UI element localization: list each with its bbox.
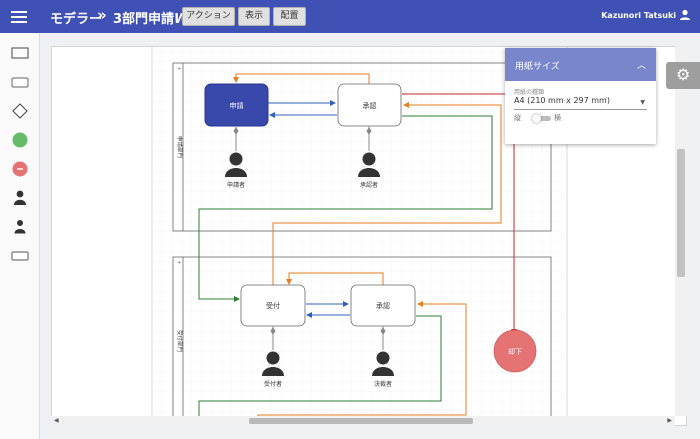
back-to-approve-connector[interactable]: [272, 102, 502, 286]
panel-header: 用紙サイズ ︿: [505, 48, 656, 81]
apply-task-node[interactable]: 申請: [204, 83, 269, 127]
person-icon[interactable]: [11, 189, 29, 207]
approve-task-node[interactable]: 承認: [337, 83, 402, 127]
diagram-canvas[interactable]: 申請部門 + 受付部門 + 申請 承認: [51, 46, 687, 426]
vertical-scroll-thumb[interactable]: [677, 149, 685, 277]
collapse-chevron-icon[interactable]: ︿: [636, 61, 646, 71]
orientation-toggle[interactable]: [532, 114, 552, 123]
user-name[interactable]: Kazunori Tatsuki: [601, 11, 676, 20]
return-connector-2[interactable]: [286, 272, 384, 286]
decider-actor[interactable]: 決裁者: [372, 326, 394, 388]
person-outline-icon[interactable]: [11, 218, 29, 236]
actor-label: 申請者: [227, 181, 245, 189]
layout-menu-button[interactable]: 配置: [273, 7, 306, 26]
node-label: 却下: [508, 347, 522, 356]
scroll-left-arrow-icon[interactable]: ◀: [54, 417, 59, 424]
dropdown-caret-icon: ▼: [640, 99, 645, 106]
actor-label: 受付者: [264, 380, 282, 388]
paper-size-select[interactable]: A4 (210 mm x 297 mm) ▼: [514, 96, 647, 110]
swimlane-reception[interactable]: 受付部門 +: [172, 256, 552, 426]
svg-text:+: +: [177, 66, 181, 72]
receive-task-node[interactable]: 受付: [240, 284, 306, 327]
paper-type-label: 用紙の種類: [514, 89, 545, 96]
node-label: 申請: [230, 101, 244, 110]
node-label: 受付: [266, 301, 280, 310]
gear-icon: ⚙: [676, 65, 691, 84]
view-menu-button[interactable]: 表示: [238, 7, 270, 26]
node-label: 承認: [363, 101, 377, 110]
app-header: モデラー » 3部門申請WF アクション 表示 配置 Kazunori Tats…: [0, 0, 700, 33]
actor-label: 承認者: [360, 181, 378, 189]
receiver-actor[interactable]: 受付者: [262, 326, 284, 388]
diamond-shape-icon[interactable]: [11, 102, 29, 120]
horizontal-scroll-thumb[interactable]: [249, 418, 473, 424]
hamburger-menu-icon[interactable]: [10, 8, 28, 24]
paper-size-value: A4 (210 mm x 297 mm): [514, 96, 610, 105]
horizontal-scrollbar[interactable]: ◀ ▶: [51, 416, 675, 426]
app-title: モデラー: [50, 12, 103, 27]
user-avatar-icon[interactable]: [679, 9, 691, 21]
landscape-label: 横: [554, 114, 561, 122]
breadcrumb-separator-icon: »: [97, 6, 107, 24]
end-node-icon[interactable]: [11, 160, 29, 178]
return-connector[interactable]: [233, 73, 370, 84]
applicant-actor[interactable]: 申請者: [225, 126, 247, 189]
portrait-label: 縦: [514, 114, 521, 122]
actor-label: 決裁者: [374, 380, 392, 388]
scroll-right-arrow-icon[interactable]: ▶: [667, 417, 672, 424]
reject-end-node[interactable]: 却下: [493, 329, 537, 373]
approver-actor[interactable]: 承認者: [358, 126, 380, 189]
swimlane-label: 申請部門: [176, 136, 184, 159]
lower-green-connector[interactable]: [198, 315, 442, 426]
paper-size-panel: 用紙サイズ ︿ 用紙の種類 A4 (210 mm x 297 mm) ▼ 縦 横: [505, 48, 656, 144]
action-menu-button[interactable]: アクション: [182, 7, 235, 26]
rectangle-shape-icon[interactable]: [11, 44, 29, 62]
swimlane-label: 受付部門: [176, 330, 184, 353]
node-label: 承認: [376, 301, 390, 310]
panel-title: 用紙サイズ: [515, 62, 560, 72]
label-shape-icon[interactable]: [11, 247, 29, 265]
approve2-task-node[interactable]: 承認: [350, 284, 416, 327]
forward-connector[interactable]: [198, 115, 493, 302]
swimlane-application[interactable]: 申請部門 +: [172, 62, 552, 232]
settings-button[interactable]: ⚙: [666, 62, 700, 89]
workflow-name: 3部門申請: [113, 12, 175, 27]
vertical-scrollbar[interactable]: [675, 46, 687, 416]
start-node-icon[interactable]: [11, 131, 29, 149]
svg-text:+: +: [177, 260, 181, 266]
rounded-rectangle-shape-icon[interactable]: [11, 73, 29, 91]
shape-palette: [0, 33, 40, 439]
